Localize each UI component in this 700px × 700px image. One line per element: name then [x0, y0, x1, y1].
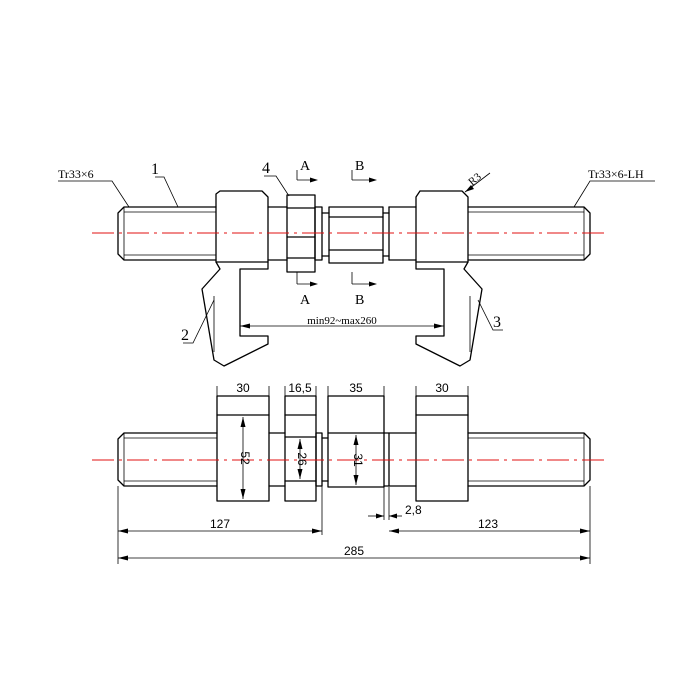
left-jaw [201, 190, 269, 367]
dim-left-jaw-width: 30 [236, 381, 250, 395]
section-a-bottom-label: A [300, 293, 311, 308]
section-b-top-label: B [355, 159, 364, 174]
bottom-coupler [327, 395, 385, 488]
part-3-label: 3 [493, 314, 501, 331]
dim-nut-height: 26 [295, 452, 309, 466]
part-2-label: 2 [181, 327, 189, 344]
gap-dimension [368, 487, 402, 520]
dim-gap: 2,8 [405, 503, 422, 517]
dim-left-length: 127 [210, 517, 230, 531]
height-dimensions [240, 417, 359, 499]
length-dimensions [117, 486, 591, 564]
bottom-right-jaw [415, 395, 469, 502]
dim-nut-width: 16,5 [288, 381, 312, 395]
top-view [58, 170, 655, 367]
width-dimensions [216, 386, 469, 397]
part-4-label: 4 [262, 160, 270, 177]
right-jaw [415, 190, 483, 367]
dim-jaw-height: 52 [238, 451, 252, 465]
leader-lines [58, 172, 655, 344]
dim-total-length: 285 [344, 544, 364, 558]
total-dimension [118, 555, 590, 561]
section-markers [296, 170, 377, 287]
dim-coupler-width: 35 [349, 381, 363, 395]
radius-label: R3 [466, 171, 484, 189]
left-threaded-rod [117, 206, 217, 261]
range-label: min92~max260 [307, 315, 377, 327]
dim-coupler-height: 31 [351, 453, 365, 467]
thread-right-label: Tr33×6-LH [588, 167, 644, 181]
coupler [321, 206, 390, 264]
part-1-label: 1 [151, 161, 159, 178]
section-b-bottom-label: B [355, 293, 364, 308]
bottom-view [92, 386, 606, 564]
section-a-top-label: A [300, 159, 311, 174]
range-dimension [240, 323, 444, 329]
dim-right-jaw-width: 30 [435, 381, 449, 395]
bottom-left-rod [117, 432, 218, 487]
dim-right-length: 123 [478, 517, 498, 531]
thread-left-label: Tr33×6 [58, 167, 94, 181]
